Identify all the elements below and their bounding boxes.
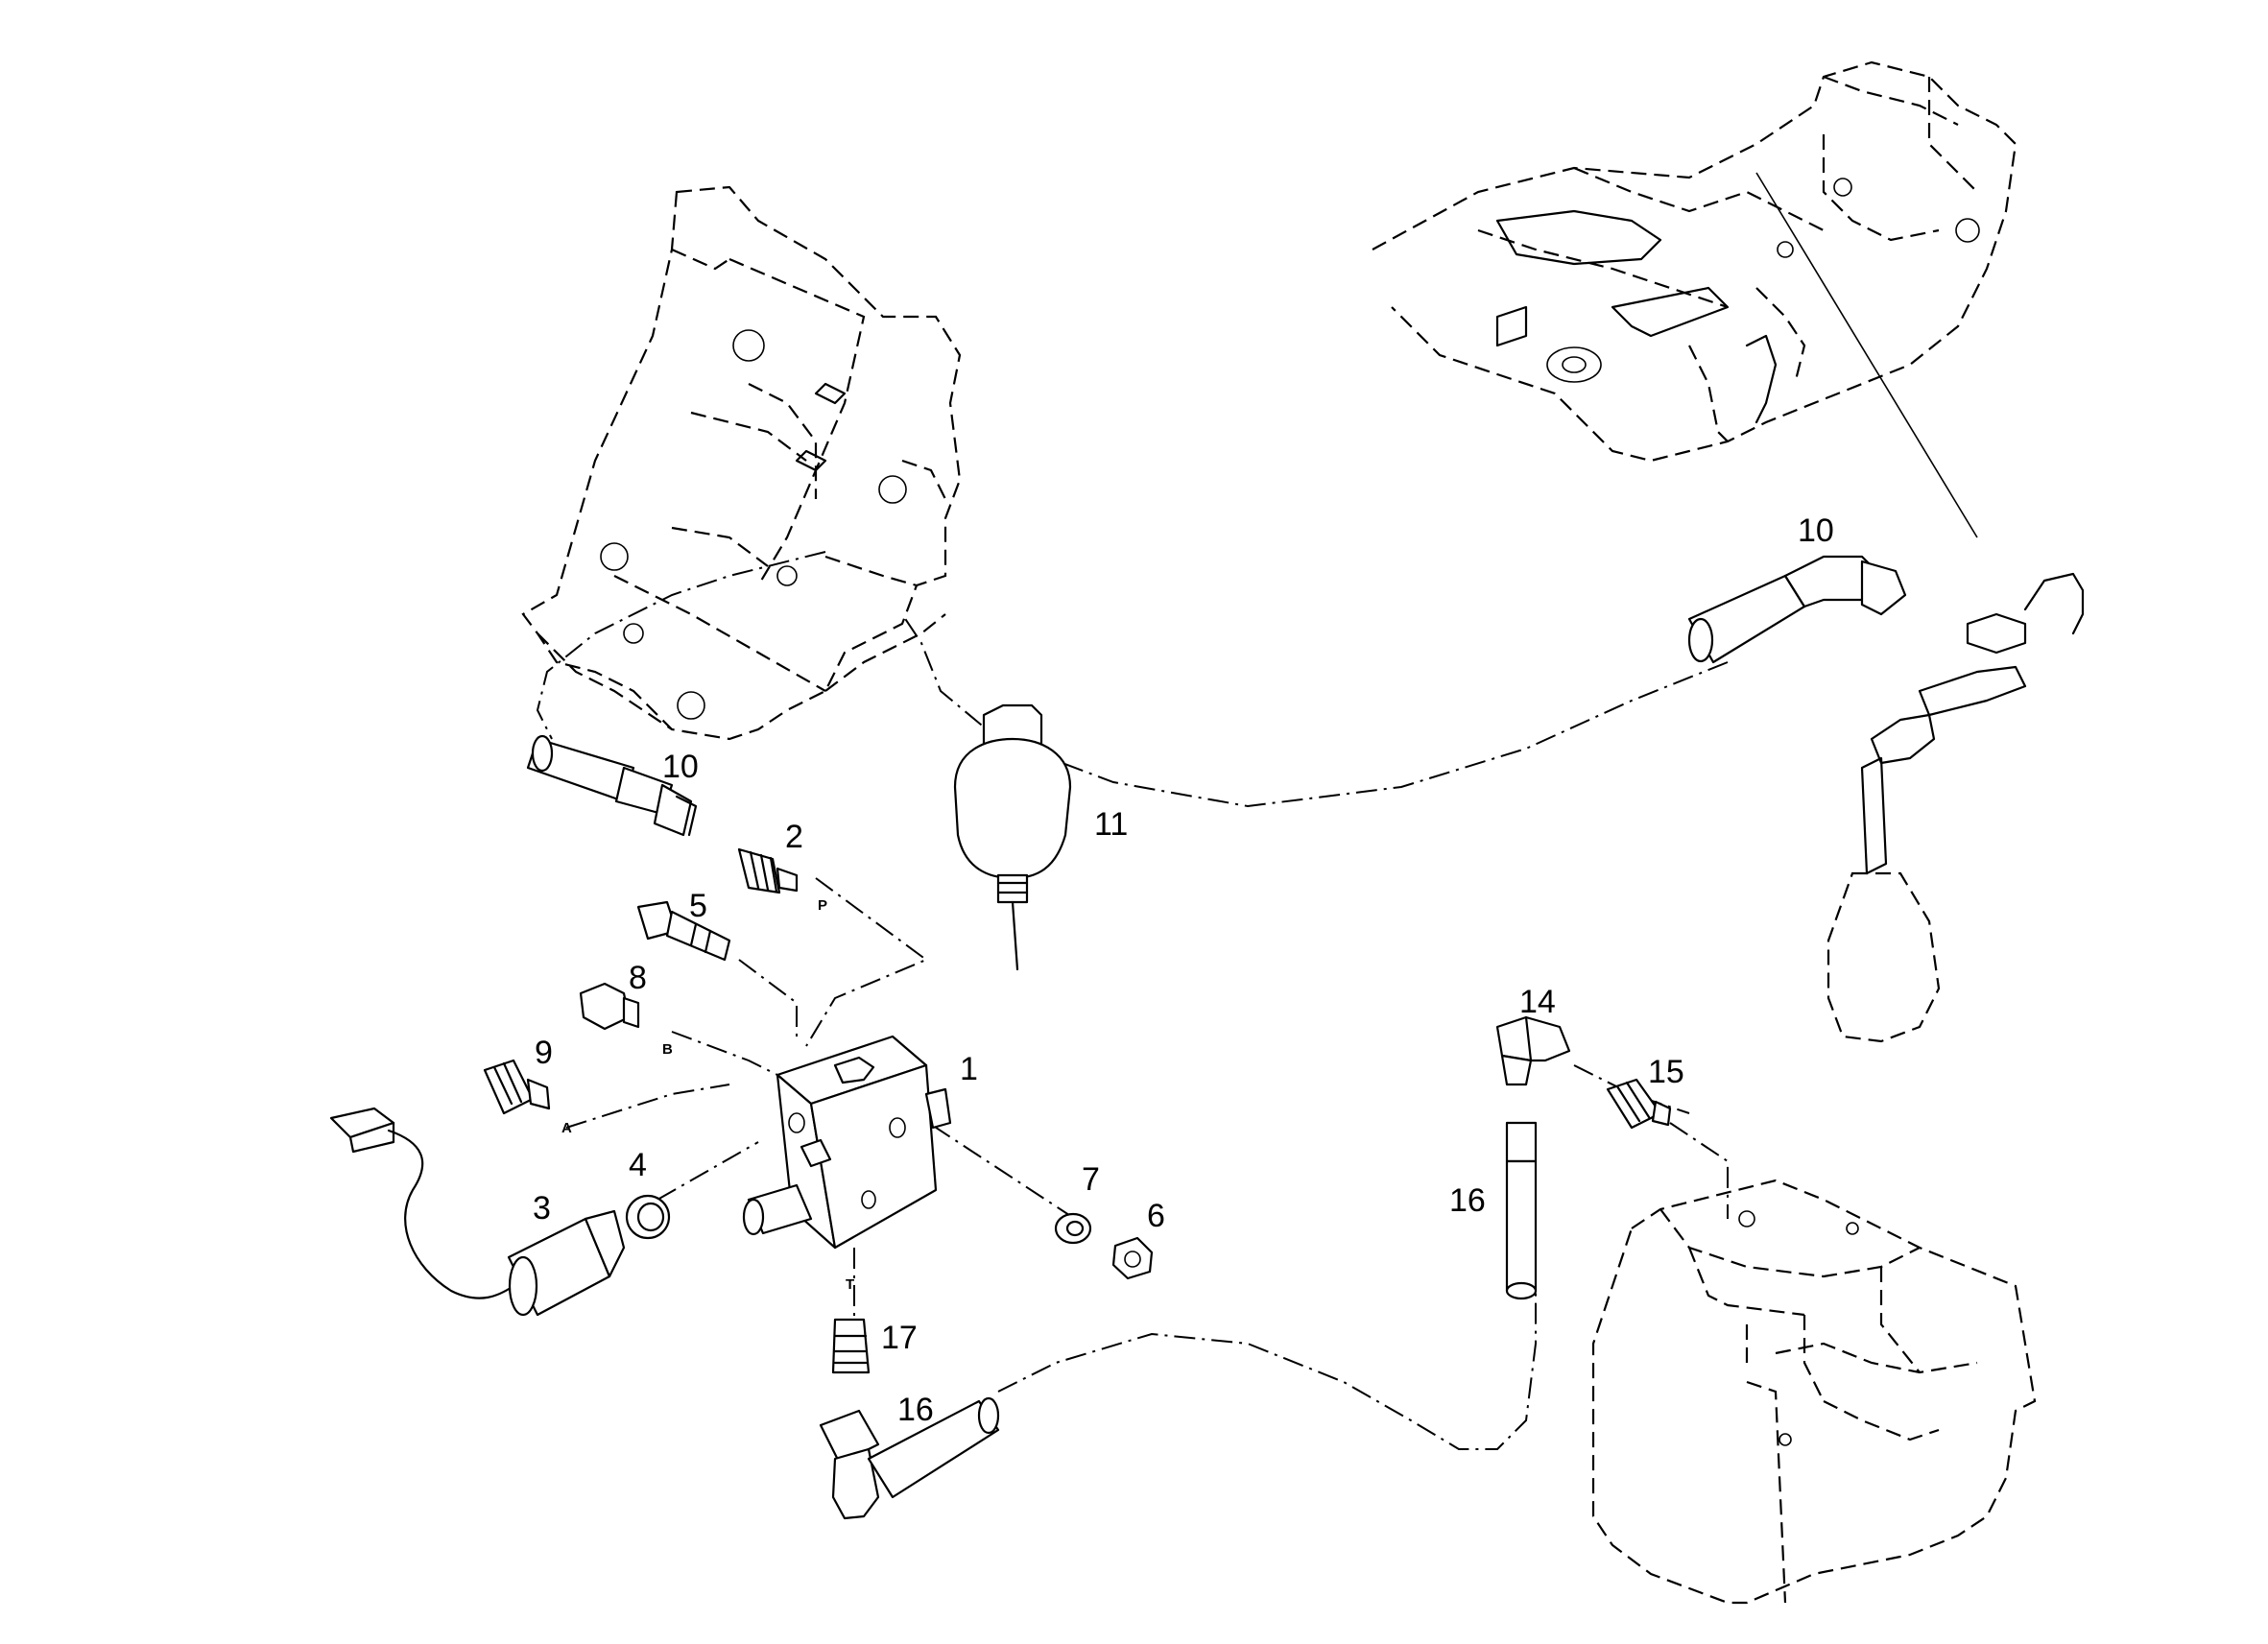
fitting-2[interactable] [737,847,799,894]
callout-1: 1 [960,1051,978,1087]
elbow-fitting-14[interactable] [1495,1015,1571,1086]
hose-16-upper[interactable] [1505,1121,1538,1300]
callout-4: 4 [629,1147,647,1183]
hose-10-lower[interactable] [526,734,698,837]
callout-9: 9 [535,1035,553,1071]
callout-10-lower: 10 [662,749,699,785]
hydraulic-tank [1591,1179,2037,1605]
callout-11: 11 [1094,806,1128,843]
callout-17: 17 [881,1320,918,1356]
port-label-t: T [846,1276,854,1293]
washer-7[interactable] [1054,1212,1092,1245]
nut-6[interactable] [1111,1236,1154,1280]
plug-8[interactable] [579,982,640,1031]
valve-block-1[interactable] [742,1035,952,1250]
connector-plug[interactable] [329,1107,515,1299]
callout-16-lower: 16 [897,1392,934,1428]
fitting-17[interactable] [831,1318,871,1374]
callout-7: 7 [1082,1161,1100,1198]
port-label-p: P [818,897,827,914]
accumulator-assembly-right [1826,572,2085,1043]
callout-10-upper: 10 [1798,512,1834,549]
pressure-switch-3[interactable] [507,1209,626,1317]
hose-routing-lines [536,551,1729,1450]
hose-16-lower[interactable] [819,1396,1000,1520]
callout-8: 8 [629,960,647,996]
machine-frame-right [1372,60,2017,538]
callout-labels: 1 2 3 4 5 6 7 8 9 10 10 11 14 15 16 16 1… [533,512,1834,1428]
hose-10-upper[interactable] [1687,555,1907,664]
port-labels: P B A T [561,897,854,1293]
callout-15: 15 [1648,1054,1684,1090]
callout-2: 2 [785,819,803,855]
washer-4[interactable] [625,1194,671,1240]
port-label-a: A [561,1120,572,1136]
port-label-b: B [662,1041,673,1058]
accumulator-11[interactable] [953,703,1072,971]
loader-frame-left [521,185,962,741]
callout-3: 3 [533,1190,551,1227]
callout-6: 6 [1147,1198,1165,1234]
fitting-15[interactable] [1606,1078,1672,1130]
callout-5: 5 [689,888,707,924]
fitting-9[interactable] [483,1059,551,1115]
bolt-5[interactable] [636,900,731,962]
callout-14: 14 [1519,984,1556,1020]
callout-16-upper: 16 [1449,1182,1486,1219]
